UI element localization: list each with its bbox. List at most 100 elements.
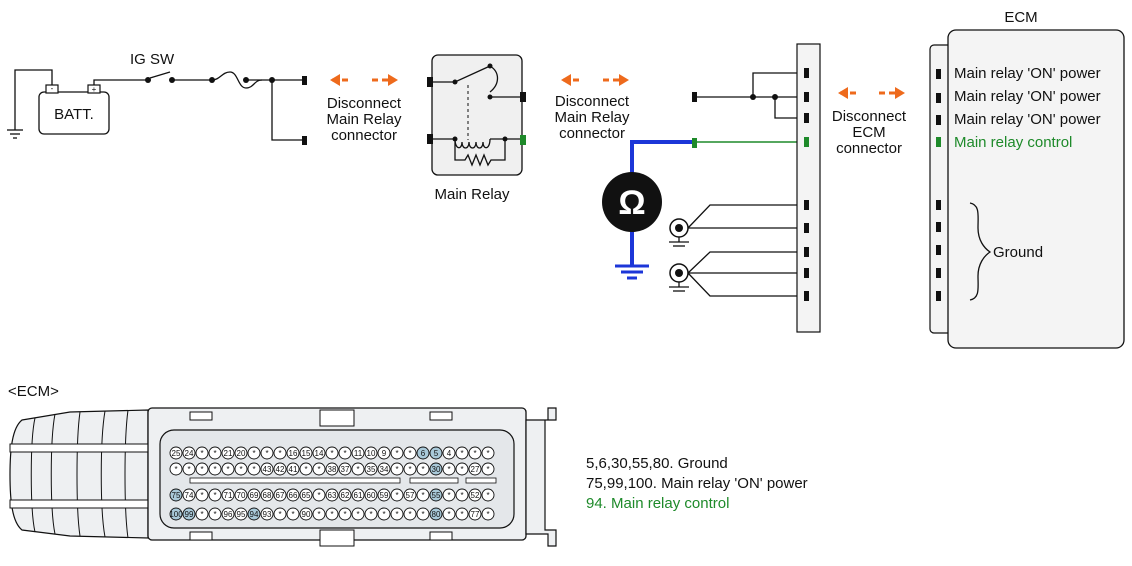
legend-item: 94. Main relay control [586, 495, 729, 512]
connector-pin [208, 446, 222, 460]
connector-pin [286, 507, 300, 521]
connector-pin-number: * [213, 465, 216, 474]
connector-pin-number: * [421, 510, 424, 519]
connector-pin-number: 71 [224, 491, 233, 500]
connector-pin-number: 60 [367, 491, 376, 500]
connector-pin-number: * [317, 510, 320, 519]
connector-pin [351, 462, 365, 476]
connector-pin [429, 488, 443, 502]
connector-pin-number: 90 [302, 510, 311, 519]
connector-pin [234, 446, 248, 460]
connector-pin-number: * [421, 491, 424, 500]
connector-pin [299, 488, 313, 502]
connector-pin [468, 446, 482, 460]
connector-pin-number: * [252, 449, 255, 458]
connector-pin [442, 446, 456, 460]
connector-pin [208, 507, 222, 521]
connector-pin [429, 507, 443, 521]
battery-circuit: - + BATT. [7, 69, 148, 139]
connector-pin [377, 446, 391, 460]
connector-pin-number: * [213, 491, 216, 500]
connector-pin [247, 488, 261, 502]
connector-pin-number: 37 [341, 465, 350, 474]
connector-pin-number: 6 [421, 449, 426, 458]
connector-pin [234, 462, 248, 476]
connector-pin [169, 507, 183, 521]
connector-pin [468, 462, 482, 476]
connector-pin-number: 43 [263, 465, 272, 474]
connector-pin [442, 462, 456, 476]
ecm-pin-label: Main relay 'ON' power [954, 65, 1101, 82]
connector-pin [416, 446, 430, 460]
connector-pin [169, 446, 183, 460]
connector-pin [273, 462, 287, 476]
connector-pin [338, 446, 352, 460]
connector-pin-number: 69 [250, 491, 259, 500]
connector-pin [377, 462, 391, 476]
connector-pin [195, 462, 209, 476]
ig-switch: IG SW [130, 51, 307, 145]
connector-pin [338, 488, 352, 502]
connector-pin-number: * [213, 449, 216, 458]
connector-pin-number: * [356, 510, 359, 519]
ecm-title: ECM [1004, 9, 1037, 26]
connector-pin [182, 462, 196, 476]
connector-pin-number: 9 [382, 449, 387, 458]
connector-pin [455, 507, 469, 521]
disconnect-relay-2-line-2: Main Relay [554, 109, 630, 126]
connector-pin-number: * [408, 449, 411, 458]
legend-item: 75,99,100. Main relay 'ON' power [586, 475, 808, 492]
connector-pin [325, 446, 339, 460]
connector-pin-number: 35 [367, 465, 376, 474]
disconnect-relay-2-line-1: Disconnect [555, 93, 630, 110]
connector-pin-number: 27 [471, 465, 480, 474]
connector-pin-number: 95 [237, 510, 246, 519]
connector-pin-number: 55 [432, 491, 441, 500]
connector-pin [247, 462, 261, 476]
connector-pin-number: 94 [250, 510, 259, 519]
connector-pin-number: * [460, 449, 463, 458]
connector-pin-number: * [187, 465, 190, 474]
connector-pin-number: 65 [302, 491, 311, 500]
connector-pin [221, 462, 235, 476]
connector-pin [364, 507, 378, 521]
connector-pin-number: 80 [432, 510, 441, 519]
main-relay-label: Main Relay [434, 186, 510, 203]
connector-pin-number: * [317, 491, 320, 500]
connector-pin-number: 63 [328, 491, 337, 500]
connector-pin-number: 66 [289, 491, 298, 500]
connector-pin [403, 462, 417, 476]
connector-pin [273, 446, 287, 460]
connector-pin-number: 77 [471, 510, 480, 519]
connector-pin [325, 488, 339, 502]
connector-pin [442, 488, 456, 502]
main-relay: Main Relay [427, 54, 526, 203]
disconnect-main-relay-1: Disconnect Main Relay connector [326, 74, 402, 144]
connector-pin [182, 507, 196, 521]
ecm-pin-label: Main relay 'ON' power [954, 88, 1101, 105]
connector-pin-number: * [278, 510, 281, 519]
connector-pin [234, 507, 248, 521]
connector-pin-number: * [486, 510, 489, 519]
connector-pin-number: * [395, 510, 398, 519]
connector-pin [221, 488, 235, 502]
connector-pin-number: * [356, 465, 359, 474]
connector-pin-number: 75 [172, 491, 181, 500]
connector-pin [286, 446, 300, 460]
connector-pin-number: 67 [276, 491, 285, 500]
connector-pin [182, 446, 196, 460]
connector-pin [221, 507, 235, 521]
connector-pin-number: * [486, 449, 489, 458]
connector-pin-number: * [369, 510, 372, 519]
connector-pin [169, 488, 183, 502]
connector-pin-number: * [395, 465, 398, 474]
legend-item: 5,6,30,55,80. Ground [586, 455, 728, 472]
connector-pin [364, 446, 378, 460]
connector-pin-number: 41 [289, 465, 298, 474]
connector-pin-number: * [460, 510, 463, 519]
connector-pin-number: * [213, 510, 216, 519]
connector-pin [403, 488, 417, 502]
connector-pin [195, 488, 209, 502]
connector-pin-number: 59 [380, 491, 389, 500]
connector-pin-number: 34 [380, 465, 389, 474]
